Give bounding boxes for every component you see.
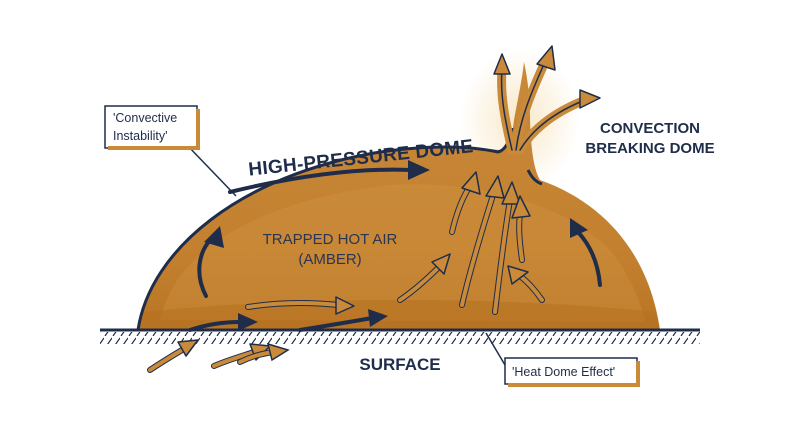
amber-arrowheads [177,171,531,361]
callout-convective-instability: 'Convective Instability' [104,105,237,197]
breaking-label-line1: CONVECTION [600,120,700,137]
callout-convective-line2: Instability' [113,129,168,143]
inner-label-line2: (AMBER) [298,251,361,268]
surface-amber-arrow [237,342,290,365]
surface-label: SURFACE [359,355,440,374]
surface-hatching [100,332,700,344]
plume-arrowhead-middle [536,45,556,71]
inner-label-line1: TRAPPED HOT AIR [263,231,398,248]
navy-arrows [188,167,602,332]
plume-arrowhead-left [493,53,511,75]
navy-arrow-low1 [188,320,242,332]
navy-arrow-low2 [298,316,374,332]
dome-inner-shade [160,184,645,322]
dome-outline [136,127,514,331]
navy-arrowheads [204,160,588,331]
dome-outline-right [526,169,543,186]
navy-arrow-right [576,230,602,287]
amber-arrows [147,183,545,373]
plume-arrowheads [493,45,601,109]
high-pressure-dome [138,62,660,330]
breaking-label-line2: BREAKING DOME [585,140,714,157]
callout-convective-line1: 'Convective [113,111,177,125]
plume-arrowhead-right [579,89,601,109]
navy-arrow-top [228,167,412,194]
callout-heat-dome-text: 'Heat Dome Effect' [512,365,615,379]
callout-heat-dome-effect: 'Heat Dome Effect' [485,332,640,387]
dome-lower-band [138,300,660,330]
plume-streams [497,57,590,155]
